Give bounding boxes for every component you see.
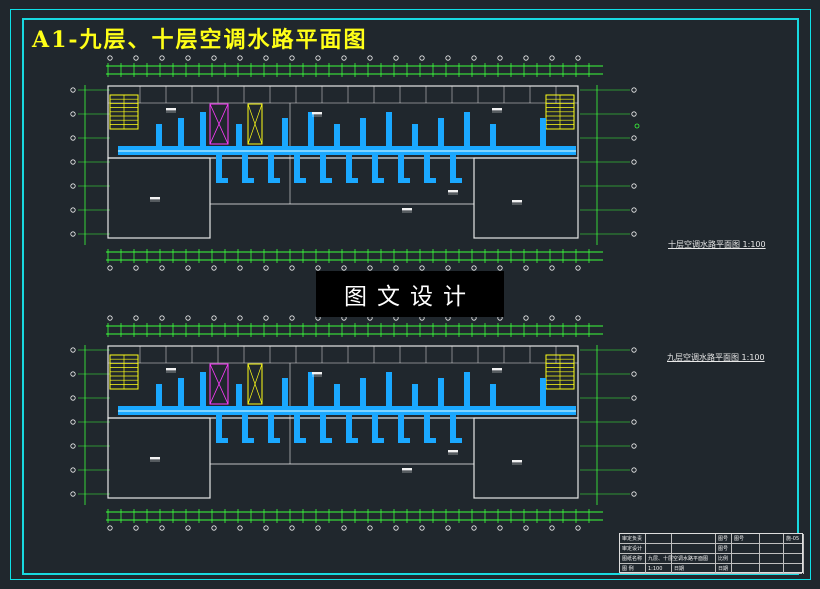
title-block-row: 图纸名称九层、十层空调水路平面图比例 xyxy=(620,554,804,564)
sheet-outer-border xyxy=(10,9,811,580)
title-block-cell: 审定负责 xyxy=(620,534,646,544)
floor-10-bottom-dimension-chain xyxy=(106,249,603,263)
title-block-cell: 施-05 xyxy=(784,534,804,544)
floor-9-walls xyxy=(107,345,579,499)
title-block-cell: 图 例 xyxy=(620,564,646,574)
title-block-cell xyxy=(784,554,804,564)
title-block-cell xyxy=(760,554,784,564)
title-block-cell: 日期 xyxy=(716,564,732,574)
floor-10-axis-bubbles xyxy=(70,55,637,271)
title-block-row: 审定负责 图号图号 施-05 xyxy=(620,534,804,544)
title-block-cell: 图号 xyxy=(716,544,732,554)
title-block-cell xyxy=(672,554,716,564)
title-block-cell xyxy=(760,564,784,574)
title-block-cell: 审定设计 xyxy=(620,544,646,554)
floor-10-plan-caption: 十层空调水路平面图 1:100 xyxy=(668,240,766,249)
floor-9-plan-caption: 九层空调水路平面图 1:100 xyxy=(667,353,765,362)
title-block-cell xyxy=(732,544,760,554)
floor-10-shafts xyxy=(209,103,263,145)
title-block-cell: 1:100 xyxy=(646,564,672,574)
title-block-cell: 比例 xyxy=(716,554,732,564)
floor-10-top-dimension-chain xyxy=(106,63,603,77)
title-block-cell xyxy=(672,534,716,544)
title-block-cell xyxy=(672,544,716,554)
compass-mark-icon xyxy=(634,123,640,129)
floor-10-stairs xyxy=(109,94,575,130)
floor-9-shafts xyxy=(209,363,263,405)
floor-9-water-pipes xyxy=(118,372,576,443)
title-block-cell xyxy=(760,544,784,554)
floor-9-plan xyxy=(70,315,637,531)
floor-9-axis-bubbles xyxy=(70,315,637,531)
watermark-label: 图文设计 xyxy=(316,271,504,317)
title-block-cell: 九层、十层空调水路平面图 xyxy=(648,554,709,564)
title-block-cell: 图纸名称 xyxy=(620,554,646,564)
floor-10-walls xyxy=(107,85,579,239)
title-block-cell xyxy=(784,564,804,574)
title-block-cell xyxy=(646,544,672,554)
title-block-row: 审定设计 图号 xyxy=(620,544,804,554)
floor-10-annotations xyxy=(150,108,522,213)
title-block-cell xyxy=(784,544,804,554)
title-block-cell xyxy=(732,554,760,564)
sheet-inner-border xyxy=(22,18,799,575)
floor-9-top-dimension-chain xyxy=(106,323,603,337)
title-block-cell xyxy=(760,534,784,544)
sheet-title: A1-九层、十层空调水路平面图 xyxy=(32,27,368,53)
floor-9-stairs xyxy=(109,354,575,390)
floor-10-water-pipes xyxy=(118,112,576,183)
title-block-cell xyxy=(646,534,672,544)
title-block-cell xyxy=(732,564,760,574)
title-block-cell: 日期 xyxy=(672,564,716,574)
floor-9-annotations xyxy=(150,368,522,473)
floor-9-bottom-dimension-chain xyxy=(106,509,603,523)
title-block-cell: 图号 xyxy=(732,534,760,544)
floor-10-plan xyxy=(70,55,637,271)
title-block-cell: 图号 xyxy=(716,534,732,544)
